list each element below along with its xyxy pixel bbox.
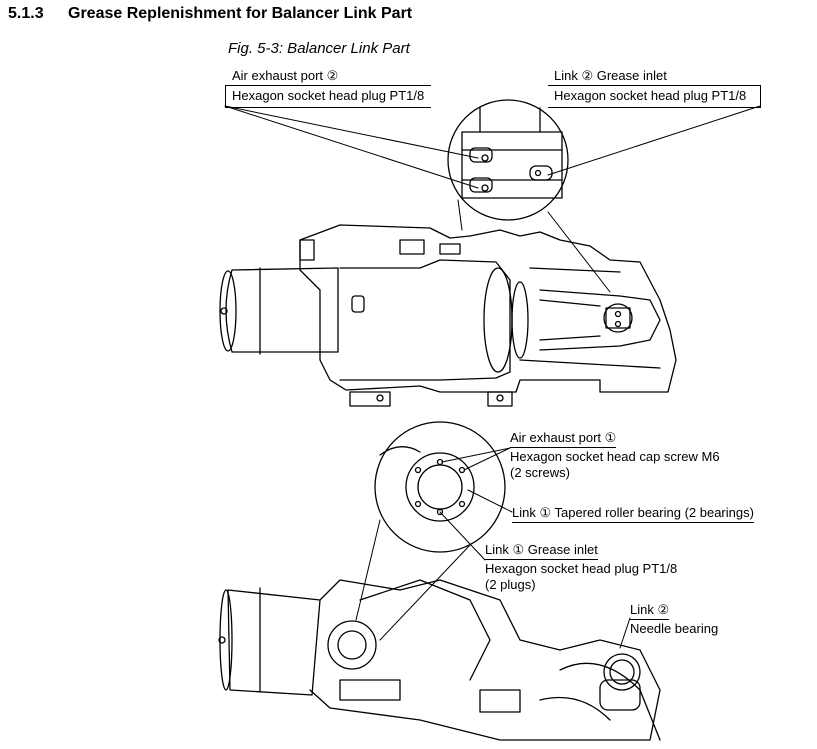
- link1-grease-inlet-spec: Hexagon socket head plug PT1/8: [485, 561, 678, 576]
- link1-grease-inlet-title: Link ① Grease inlet: [485, 542, 598, 560]
- link2-grease-inlet-callout-box: [548, 85, 761, 108]
- link2-needle-title: Link ②: [630, 602, 670, 620]
- tapered-bearing-label: Link ① Tapered roller bearing (2 bearing…: [512, 505, 754, 523]
- air-exhaust-port2-spec: Hexagon socket head plug PT1/8: [232, 88, 425, 103]
- section-title: Grease Replenishment for Balancer Link P…: [68, 5, 413, 22]
- section-number: 5.1.3: [8, 5, 44, 22]
- bottom-robot-body: [218, 579, 661, 741]
- link1-grease-inlet-qty: (2 plugs): [485, 577, 536, 592]
- air-exhaust-port1-qty: (2 screws): [510, 465, 570, 480]
- air-exhaust-port1-spec: Hexagon socket head cap screw M6: [510, 449, 720, 464]
- link2-grease-inlet-title: Link ② Grease inlet: [554, 68, 667, 83]
- air-exhaust-port1-title: Air exhaust port ①: [510, 430, 617, 448]
- link2-grease-inlet-spec: Hexagon socket head plug PT1/8: [554, 88, 747, 103]
- air-exhaust-port2-callout-box: [225, 85, 431, 108]
- link2-needle-spec: Needle bearing: [630, 621, 719, 636]
- figure-caption: Fig. 5-3: Balancer Link Part: [228, 40, 410, 57]
- top-detail-magnifier: [447, 99, 569, 221]
- bottom-detail-magnifier: [374, 421, 506, 553]
- air-exhaust-port2-title: Air exhaust port ②: [232, 68, 339, 83]
- top-robot-body: [219, 224, 677, 407]
